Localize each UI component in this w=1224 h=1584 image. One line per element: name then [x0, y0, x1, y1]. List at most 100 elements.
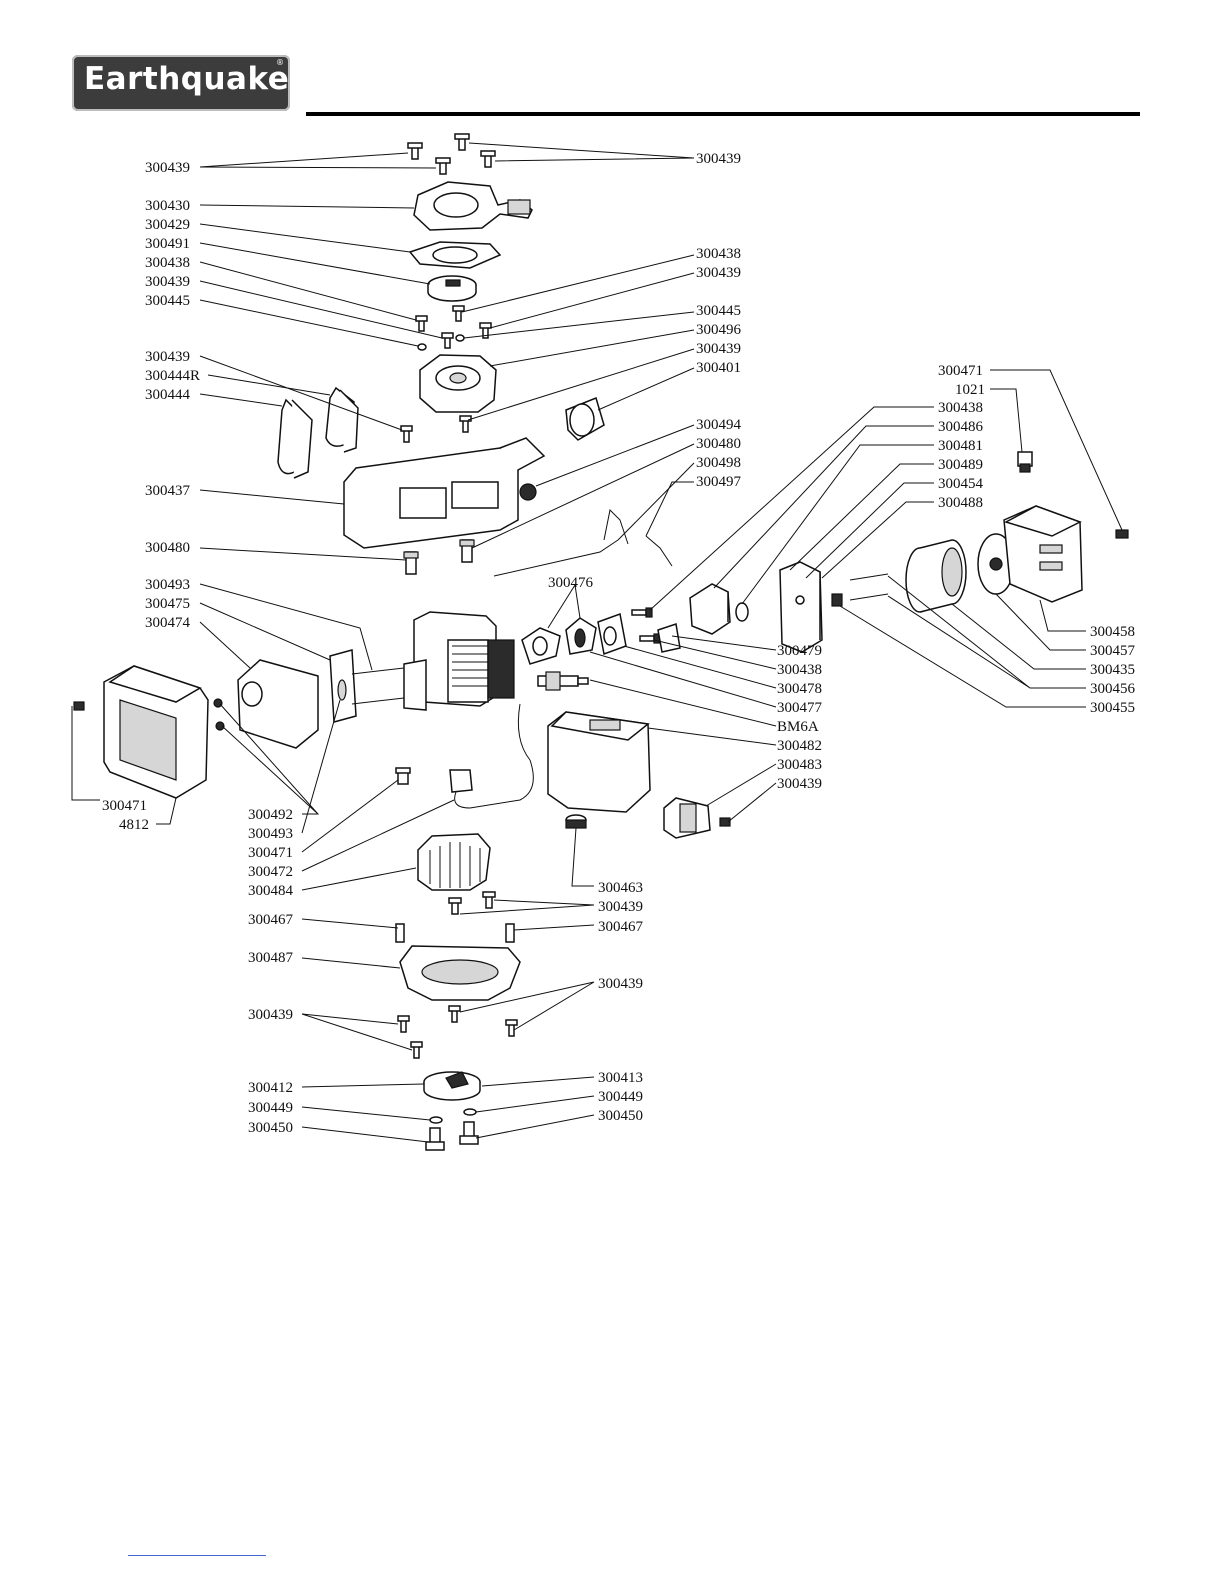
- ignition-coil: [395, 703, 534, 809]
- label-k3: 300471: [248, 845, 293, 861]
- label-o5: 300449: [598, 1089, 643, 1105]
- label-d2: 300444R: [145, 368, 200, 384]
- brand-name: Earthquake: [84, 61, 290, 97]
- label-c2: 300439: [696, 265, 741, 281]
- label-k5: 300484: [248, 883, 294, 899]
- flywheel: [417, 833, 491, 891]
- label-l2: 4812: [119, 817, 149, 833]
- fuel-tank: [343, 437, 546, 549]
- tank-mounts: [403, 539, 475, 575]
- fuel-filter: [1017, 451, 1033, 473]
- brand-logo: Earthquake ®: [72, 55, 290, 111]
- muffler-bolts: [351, 667, 405, 705]
- fuel-cap: [565, 396, 605, 441]
- label-k4: 300472: [248, 864, 293, 880]
- label-a1: 300439: [145, 160, 190, 176]
- label-b1: 300430: [145, 198, 190, 214]
- label-h4: 300486: [938, 419, 984, 435]
- handle-brackets: [277, 386, 359, 479]
- label-b2: 300429: [145, 217, 190, 233]
- label-c3: 300445: [696, 303, 741, 319]
- leader-lines: [71, 142, 1123, 1143]
- clutch-assembly: [423, 1071, 481, 1151]
- label-h6: 300489: [938, 457, 983, 473]
- damper: [565, 814, 587, 829]
- label-h1: 300471: [938, 363, 983, 379]
- label-o6: 300450: [598, 1108, 643, 1124]
- footer-link-underline[interactable]: [128, 1555, 266, 1556]
- label-j5: BM6A: [777, 719, 819, 735]
- label-g3: 300474: [145, 615, 191, 631]
- label-j6: 300482: [777, 738, 822, 754]
- label-i4: 300456: [1090, 681, 1136, 697]
- starter-pulley: [427, 275, 477, 302]
- intake-gaskets: [521, 612, 627, 665]
- label-o1: 300412: [248, 1080, 293, 1096]
- label-b4: 300438: [145, 255, 190, 271]
- label-n1: 300439: [598, 976, 643, 992]
- carburetor: [631, 583, 749, 653]
- label-d3: 300444: [145, 387, 191, 403]
- header-rule: [306, 112, 1140, 116]
- registered-mark: ®: [276, 58, 284, 67]
- air-filter-element: [905, 539, 967, 613]
- cylinder: [403, 611, 515, 711]
- label-m4: 300467: [598, 919, 644, 935]
- label-n2: 300439: [248, 1007, 293, 1023]
- label-k1: 300492: [248, 807, 293, 823]
- label-i3: 300435: [1090, 662, 1135, 678]
- label-o4: 300413: [598, 1070, 643, 1086]
- bottom-screws: [397, 1005, 518, 1059]
- label-c5: 300439: [696, 341, 741, 357]
- label-m2: 300439: [598, 899, 643, 915]
- small-screws-mid: [415, 305, 492, 351]
- air-filter-base: [779, 561, 843, 653]
- label-e1: 300494: [696, 417, 742, 433]
- label-e2: 300480: [696, 436, 741, 452]
- label-d1: 300439: [145, 349, 190, 365]
- spark-plug: [537, 671, 589, 691]
- fan-housing: [547, 711, 731, 839]
- starter-gasket: [408, 241, 502, 269]
- label-m3: 300467: [248, 912, 294, 928]
- label-l1: 300471: [102, 798, 147, 814]
- label-j2: 300438: [777, 662, 822, 678]
- label-i2: 300457: [1090, 643, 1136, 659]
- label-h7: 300454: [938, 476, 984, 492]
- label-m5: 300487: [248, 950, 294, 966]
- part-number-labels: 300439 300439 300430 300429 300491 30043…: [102, 151, 1136, 1136]
- label-b3: 300491: [145, 236, 190, 252]
- label-c4: 300496: [696, 322, 742, 338]
- label-j8: 300439: [777, 776, 822, 792]
- label-i1: 300458: [1090, 624, 1135, 640]
- label-e4: 300497: [696, 474, 742, 490]
- label-e3: 300498: [696, 455, 741, 471]
- label-h8: 300488: [938, 495, 983, 511]
- label-a2: 300439: [696, 151, 741, 167]
- label-j3: 300478: [777, 681, 822, 697]
- label-m1: 300463: [598, 880, 643, 896]
- label-b6: 300445: [145, 293, 190, 309]
- crankcase-cover: [400, 354, 497, 443]
- muffler-gasket: [329, 649, 357, 723]
- label-g4: 300476: [548, 575, 594, 591]
- air-filter-cover: [1003, 505, 1129, 603]
- clutch-cover: [399, 945, 521, 1001]
- label-g1: 300493: [145, 577, 190, 593]
- label-f2: 300480: [145, 540, 190, 556]
- muffler-cover: [73, 665, 209, 799]
- label-j7: 300483: [777, 757, 822, 773]
- label-o2: 300449: [248, 1100, 293, 1116]
- label-h3: 300438: [938, 400, 983, 416]
- muffler-body: [213, 659, 319, 749]
- label-h2: 1021: [955, 382, 985, 398]
- label-c1: 300438: [696, 246, 741, 262]
- air-filter-bolts: [849, 573, 889, 601]
- label-f1: 300437: [145, 483, 191, 499]
- label-k2: 300493: [248, 826, 293, 842]
- top-screws: [407, 133, 496, 175]
- fuel-lines: [493, 508, 673, 577]
- label-i5: 300455: [1090, 700, 1135, 716]
- pins-and-screws: [395, 891, 515, 943]
